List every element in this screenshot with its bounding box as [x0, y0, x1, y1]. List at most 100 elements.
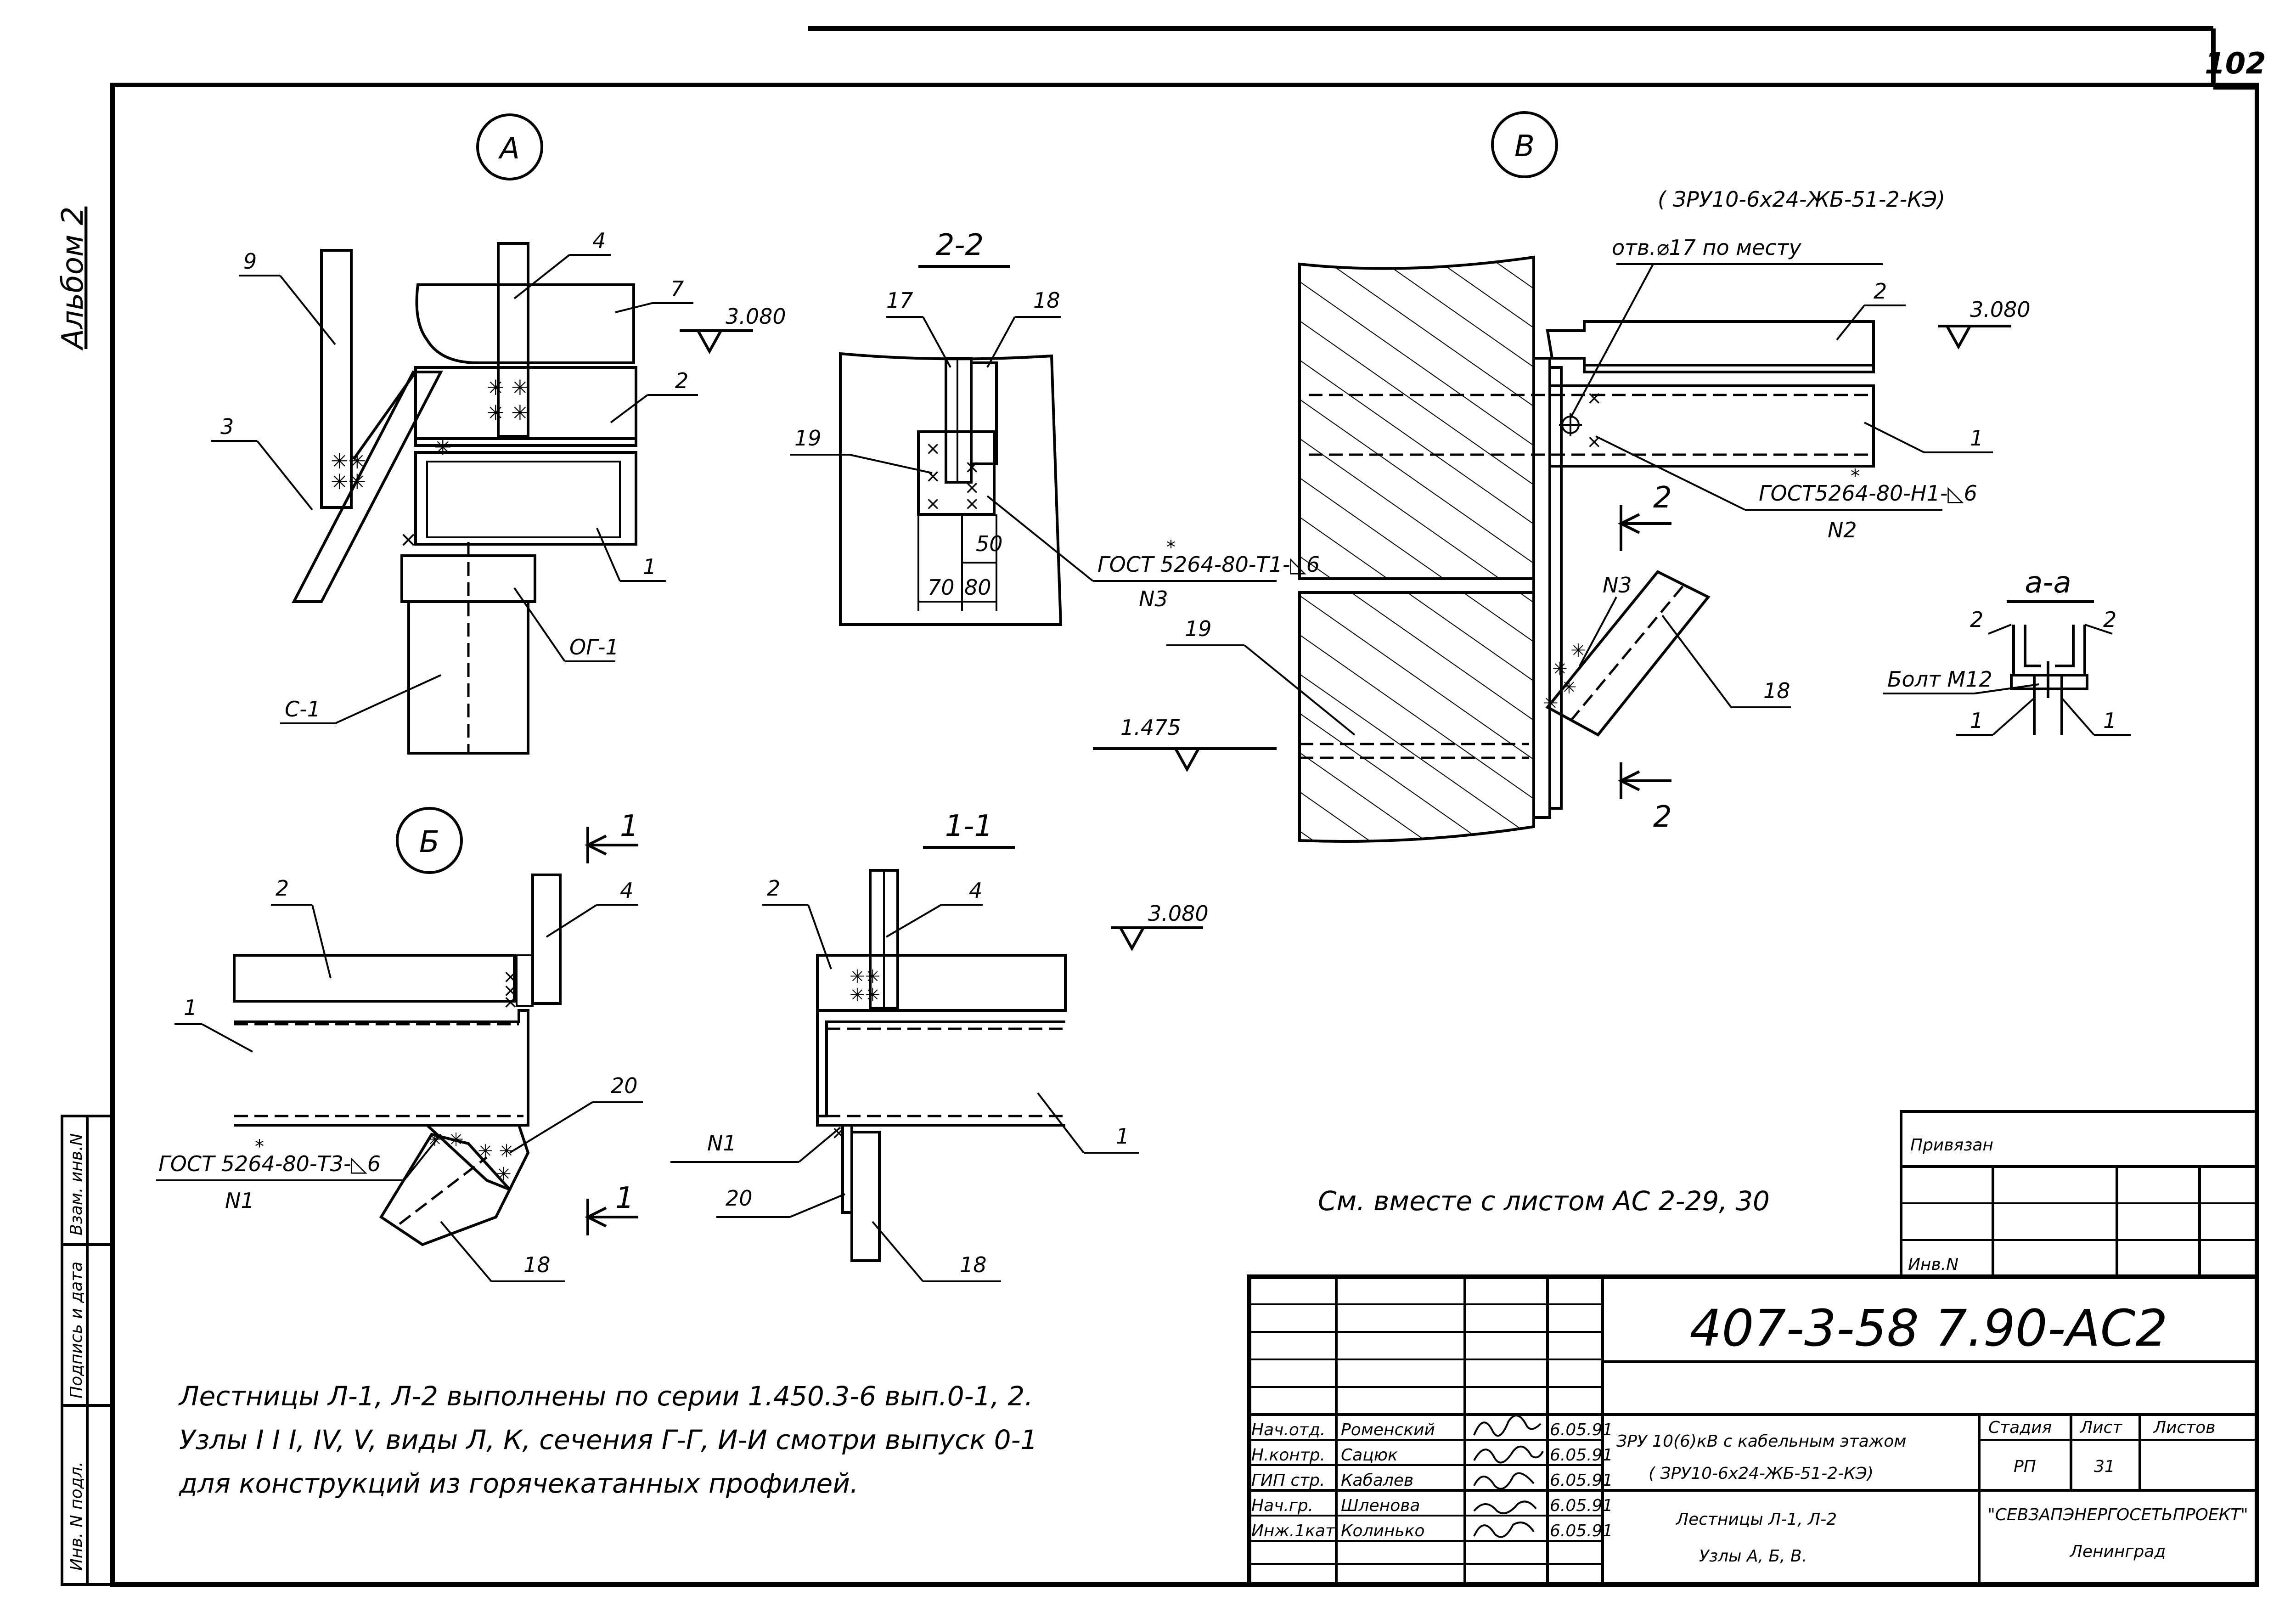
sheet-no-value: 31 [2094, 1457, 2115, 1476]
svg-text:×: × [925, 466, 941, 487]
node-a-label-og1: ОГ-1 [569, 635, 619, 660]
node-v-label-2: 2 [1874, 279, 1887, 304]
svg-text:✳: ✳ [496, 1164, 512, 1185]
svg-text:×: × [964, 493, 980, 514]
svg-text:✳✳: ✳✳ [331, 469, 366, 494]
sheet-label: Лист [2079, 1418, 2122, 1437]
section-1-1-label-2: 2 [767, 876, 780, 901]
section-2-2-dim-80: 80 [964, 575, 991, 600]
node-v-hole: отв.⌀17 по месту [1612, 235, 1801, 260]
svg-text:✳: ✳ [1561, 677, 1577, 698]
section-a-a: а-а 2 2 Болт М12 1 1 [1883, 566, 2131, 736]
section-a-a-label-1-left: 1 [1970, 708, 1983, 733]
staff-role-3: ГИП стр. [1251, 1471, 1325, 1490]
note-line-2: Узлы I I I, IV, V, виды Л, К, сечения Г-… [179, 1424, 1037, 1455]
node-v-label-18: 18 [1763, 678, 1790, 703]
svg-text:×: × [964, 457, 980, 478]
section-a-a-label-2-left: 2 [1970, 607, 1983, 632]
svg-text:✳ ✳: ✳ ✳ [427, 1129, 464, 1150]
document-code: 407-3-58 7.90-АС2 [1690, 1299, 2168, 1358]
signatures [1473, 1415, 1544, 1538]
project-line-2: ( ЗРУ10-6х24-ЖБ-51-2-КЭ) [1649, 1464, 1874, 1483]
node-a-label-1: 1 [643, 554, 656, 579]
svg-text:×: × [964, 477, 980, 498]
stage-value: РП [2014, 1457, 2036, 1476]
binding-table: Привязан Инв.N [1900, 1110, 2258, 1278]
staff-role-4: Нач.гр. [1251, 1496, 1313, 1515]
node-b-title: Б [419, 825, 439, 859]
node-a-label-3: 3 [220, 414, 234, 439]
svg-text:×: × [1587, 431, 1602, 452]
staff-date-3: 6.05.91 [1550, 1471, 1613, 1490]
node-b-weld-mark: * [255, 1136, 264, 1157]
node-b-label-18: 18 [523, 1252, 551, 1277]
section-a-a-bolt: Болт М12 [1887, 667, 1992, 692]
stage-label: Стадия [1988, 1418, 2052, 1437]
node-v-label-1: 1 [1970, 426, 1983, 451]
node-a-label-9: 9 [243, 249, 257, 274]
stamp-signature-date: Подпись и дата [67, 1262, 86, 1398]
section-2-2-dim-50: 50 [976, 531, 1003, 556]
sheet-title-line-2: Узлы А, Б, В. [1699, 1547, 1807, 1566]
staff-role-1: Нач.отд. [1251, 1421, 1325, 1439]
svg-text:×: × [503, 992, 518, 1013]
svg-text:✳ ✳: ✳ ✳ [487, 375, 529, 400]
staff-name-4: Шленова [1341, 1496, 1420, 1515]
node-v-title: В [1514, 130, 1535, 163]
node-a: А ✳ ✳ ✳ ✳ ✳✳ ✳✳ ✳ × 3.080 9 4 [211, 113, 786, 755]
node-v-level-bottom: 1.475 [1120, 715, 1181, 740]
section-2-2-weld: ГОСТ 5264-80-Т1-◺6 [1097, 552, 1320, 577]
svg-text:✳ ✳: ✳ ✳ [478, 1141, 514, 1162]
section-2-2-weld-sub: N3 [1139, 586, 1168, 611]
section-1-1-label-1: 1 [1116, 1124, 1129, 1149]
side-stamp: Взам. инв.N Подпись и дата Инв. N подл. [61, 1115, 114, 1586]
staff-date-2: 6.05.91 [1550, 1446, 1613, 1465]
node-v-section-bottom: 2 [1653, 800, 1672, 834]
staff-role-2: Н.контр. [1251, 1446, 1325, 1465]
section-a-a-label-1-right: 1 [2103, 708, 2116, 733]
staff-name-3: Кабалев [1341, 1471, 1413, 1490]
svg-text:✳: ✳ [434, 435, 452, 460]
svg-text:×: × [925, 438, 941, 459]
node-v-weld-sub: N2 [1828, 518, 1857, 542]
section-a-a-label-2-right: 2 [2103, 607, 2116, 632]
section-1-1-level: 3.080 [1148, 901, 1209, 926]
staff-date-4: 6.05.91 [1550, 1496, 1613, 1515]
section-1-1-label-18: 18 [960, 1252, 987, 1277]
binding-inv: Инв.N [1908, 1255, 1958, 1274]
sheet-title-line-1: Лестницы Л-1, Л-2 [1675, 1510, 1837, 1529]
node-v-subtitle: ( ЗРУ10-6х24-ЖБ-51-2-КЭ) [1658, 187, 1945, 212]
node-b-label-4: 4 [620, 878, 633, 903]
section-a-a-title: а-а [2025, 566, 2071, 600]
node-v-weld-mark: * [1851, 466, 1860, 487]
organization: "СЕВЗАПЭНЕРГОСЕТЬПРОЕКТ" [1987, 1505, 2248, 1524]
node-a-label-2: 2 [675, 368, 688, 393]
node-b: Б ××× ✳ ✳✳ ✳✳ 1 1 2 4 1 20 18 ГОСТ [156, 807, 643, 1282]
stamp-inv-original: Инв. N подл. [67, 1461, 86, 1571]
section-2-2-weld-mark: * [1166, 537, 1176, 558]
node-b-label-20: 20 [611, 1073, 638, 1098]
node-v-weld: ГОСТ5264-80-Н1-◺6 [1759, 481, 1977, 506]
svg-text:✳✳: ✳✳ [331, 449, 366, 474]
section-1-1-label-n1: N1 [707, 1131, 737, 1156]
page-number: 102 [2205, 47, 2266, 81]
title-block: 407-3-58 7.90-АС2 ЗРУ 10(6)кВ с кабельны… [1247, 1274, 2259, 1587]
node-b-section-top: 1 [620, 809, 639, 843]
section-1-1-label-4: 4 [969, 878, 982, 903]
note-line-3: для конструкций из горячекатанных профил… [179, 1468, 858, 1499]
sheets-label: Листов [2153, 1418, 2215, 1437]
section-2-2-title: 2-2 [936, 228, 984, 262]
svg-text:×: × [925, 493, 941, 514]
node-v-label-n3: N3 [1603, 573, 1632, 598]
staff-name-5: Колинько [1341, 1522, 1425, 1540]
node-b-section-bottom: 1 [615, 1181, 634, 1215]
staff-role-5: Инж.1кат. [1251, 1522, 1340, 1540]
see-also-note: См. вместе с листом АС 2-29, 30 [1318, 1185, 1770, 1217]
node-b-label-1: 1 [184, 995, 197, 1020]
svg-text:✳✳: ✳✳ [850, 985, 880, 1006]
svg-text:×: × [1587, 388, 1602, 409]
svg-text:✳: ✳ [1552, 659, 1568, 680]
node-b-label-2: 2 [276, 876, 289, 901]
node-a-label-4: 4 [592, 228, 606, 253]
